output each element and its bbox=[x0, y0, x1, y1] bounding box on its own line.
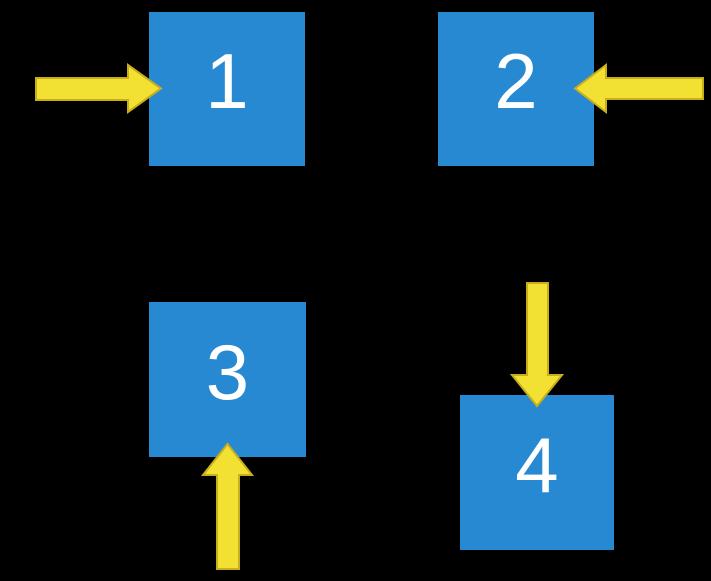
arrow-down-into-square-4-icon bbox=[509, 282, 565, 408]
square-3: 3 bbox=[149, 302, 306, 457]
square-2-label: 2 bbox=[494, 37, 538, 125]
square-4: 4 bbox=[460, 395, 614, 550]
square-2: 2 bbox=[438, 12, 594, 166]
square-4-label: 4 bbox=[515, 420, 559, 509]
square-1-label: 1 bbox=[205, 37, 249, 125]
square-1: 1 bbox=[149, 12, 305, 166]
square-3-label: 3 bbox=[205, 327, 250, 416]
arrow-up-into-square-3-icon bbox=[200, 442, 255, 570]
arrow-left-into-square-2-icon bbox=[573, 62, 704, 115]
arrow-right-into-square-1-icon bbox=[35, 63, 163, 114]
